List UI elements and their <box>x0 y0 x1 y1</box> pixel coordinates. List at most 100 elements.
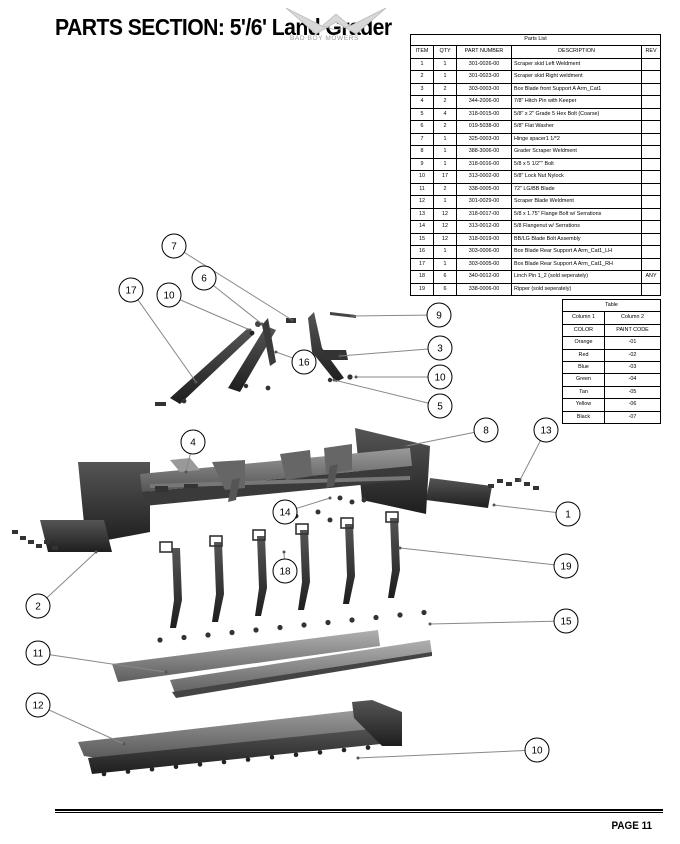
ripper <box>255 536 267 616</box>
scraper-bolt <box>269 754 275 760</box>
callout-leader <box>351 314 428 317</box>
hardware-bolts <box>12 478 539 550</box>
callout-circle <box>191 265 217 291</box>
callout-leader <box>429 620 555 625</box>
callout-label: 15 <box>560 617 572 628</box>
parts-list-caption: Parts List <box>410 34 661 46</box>
callout-label: 16 <box>298 358 310 369</box>
callout-arrow <box>184 470 188 474</box>
callout-label: 7 <box>171 242 177 253</box>
scraper-bolt <box>245 757 251 762</box>
blade-bolt <box>181 634 187 641</box>
callout-arrow <box>290 318 294 322</box>
table-cell <box>641 282 661 296</box>
callout-label: 17 <box>125 286 137 297</box>
callout-circle <box>427 364 453 390</box>
callout-leader <box>213 285 263 325</box>
callout-circle <box>272 499 298 525</box>
callout-circle <box>25 692 51 718</box>
linch-pin <box>340 517 354 529</box>
support-arms <box>155 312 356 406</box>
page-number: PAGE 11 <box>611 820 652 832</box>
callout-leader <box>46 551 97 599</box>
linch-pin <box>159 541 173 553</box>
ripper <box>298 530 310 610</box>
blade-bolt <box>301 622 307 628</box>
callout-leader <box>48 709 125 745</box>
callout-arrow <box>492 503 496 507</box>
scraper-bolt <box>221 759 227 765</box>
callout-arrow <box>338 354 342 358</box>
callout-arrow <box>274 350 278 354</box>
blade-bolt <box>373 614 379 621</box>
callout-arrow <box>164 670 168 674</box>
callout-leader <box>519 440 541 481</box>
callout-label: 4 <box>190 438 196 449</box>
scraper-blade-weldment <box>78 700 402 774</box>
ripper <box>212 542 224 622</box>
table-cell: Ripper (sold seperately) <box>511 282 642 296</box>
callout-label: 10 <box>163 291 175 302</box>
callout-label: 18 <box>279 567 291 578</box>
callout-circle <box>25 640 51 666</box>
callout-arrow <box>122 742 126 746</box>
scraper-bolt <box>341 747 347 753</box>
callout-leader <box>399 547 555 566</box>
callout-arrow <box>328 496 332 500</box>
scraper-bolt <box>293 752 299 758</box>
callout-circle <box>553 553 579 579</box>
callout-arrow <box>356 756 360 760</box>
ripper <box>170 548 182 628</box>
callout-leader <box>357 750 526 759</box>
callout-label: 8 <box>483 426 489 437</box>
blade-bolt <box>349 617 355 623</box>
callout-label: 5 <box>437 402 443 413</box>
callout-label: 10 <box>531 746 543 757</box>
callout-circle <box>426 302 452 328</box>
scraper-bolt <box>149 766 155 772</box>
blade-bolt <box>325 619 331 626</box>
table-row: Tan-05 <box>562 385 662 400</box>
blade-bolt <box>421 609 427 616</box>
scraper-bolts <box>101 745 371 777</box>
callout-leader <box>296 497 331 509</box>
callout-circle <box>473 417 499 443</box>
blade-bolts <box>157 609 427 643</box>
table-row: Orange-01 <box>562 336 662 350</box>
callout-circle <box>533 417 559 443</box>
callout-arrow <box>282 550 286 554</box>
brand-logo <box>285 7 387 35</box>
blade-bolt <box>205 632 211 638</box>
logo-text: BAD BOY MOWERS <box>290 35 359 42</box>
blade-bolt <box>397 612 403 618</box>
callout-circle <box>25 593 51 619</box>
callout-circle <box>118 277 144 303</box>
scraper-bolt <box>101 771 107 777</box>
ripper-shanks <box>159 511 400 628</box>
callout-circle <box>180 429 206 455</box>
callout-leader <box>333 379 429 404</box>
callout-arrow <box>398 546 402 550</box>
callout-arrow <box>260 322 264 326</box>
callout-arrow <box>350 314 354 318</box>
callout-arrow <box>332 378 336 382</box>
callout-label: 13 <box>540 426 552 437</box>
table-cell: 19 <box>410 282 434 296</box>
callout-circle <box>272 558 298 584</box>
scraper-bolt <box>173 764 179 770</box>
callout-circle <box>427 335 453 361</box>
callout-arrow <box>248 328 252 332</box>
callout-leader <box>137 299 197 383</box>
